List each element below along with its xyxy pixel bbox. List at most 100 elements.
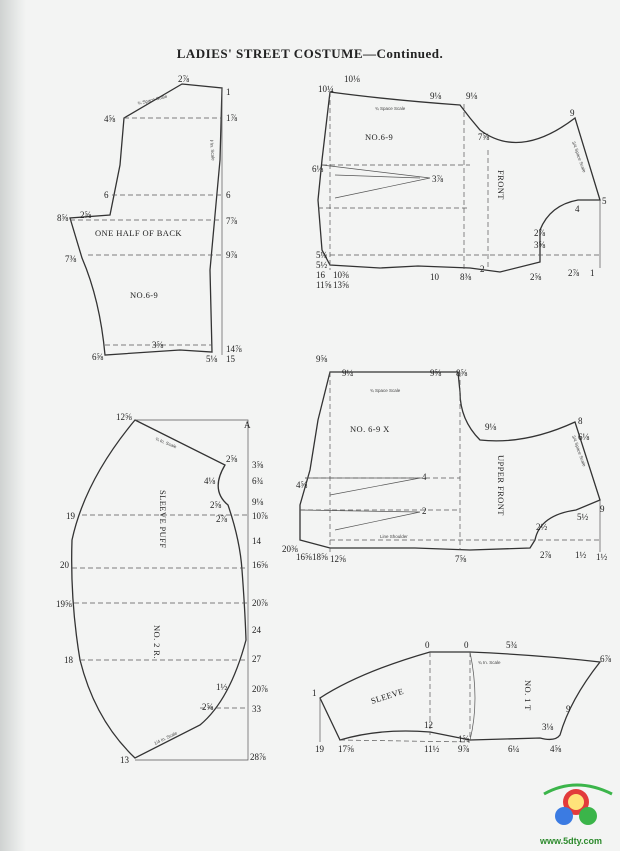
svg-text:0: 0 — [464, 640, 469, 650]
svg-text:3⅝: 3⅝ — [534, 240, 546, 250]
svg-text:Ⅰ⁄ In. Scale: Ⅰ⁄ In. Scale — [209, 140, 216, 162]
svg-text:3⅞: 3⅞ — [432, 174, 444, 184]
svg-text:1⅞: 1⅞ — [226, 113, 238, 123]
svg-text:2⅞: 2⅞ — [178, 74, 190, 84]
svg-text:1½: 1½ — [575, 550, 587, 560]
svg-text:14: 14 — [252, 536, 262, 546]
svg-text:16: 16 — [316, 270, 326, 280]
svg-text:9: 9 — [600, 504, 605, 514]
sleeve-name: SLEEVE — [370, 686, 405, 706]
svg-text:20: 20 — [60, 560, 70, 570]
svg-text:28⅞: 28⅞ — [250, 752, 266, 762]
svg-text:1: 1 — [590, 268, 595, 278]
svg-text:3⅝: 3⅝ — [252, 460, 264, 470]
svg-text:6⅛: 6⅛ — [312, 164, 324, 174]
svg-text:12: 12 — [424, 720, 433, 730]
svg-text:2⅞: 2⅞ — [540, 550, 552, 560]
svg-text:2: 2 — [480, 264, 485, 274]
svg-text:20⅞: 20⅞ — [252, 684, 268, 694]
back-piece-number: NO.6-9 — [130, 290, 158, 300]
svg-text:6⅛: 6⅛ — [578, 432, 590, 442]
svg-text:¾ Space Scale: ¾ Space Scale — [137, 94, 168, 106]
svg-text:3⅝: 3⅝ — [152, 340, 164, 350]
svg-text:1½: 1½ — [216, 682, 228, 692]
svg-text:6⅞: 6⅞ — [600, 654, 612, 664]
svg-text:6¼: 6¼ — [508, 744, 520, 754]
svg-text:9⅛: 9⅛ — [466, 91, 478, 101]
svg-text:12⅝: 12⅝ — [116, 412, 132, 422]
svg-text:5½: 5½ — [316, 260, 328, 270]
svg-text:2⅞: 2⅞ — [568, 268, 580, 278]
svg-text:8: 8 — [578, 416, 583, 426]
svg-text:4⅛: 4⅛ — [204, 476, 216, 486]
svg-text:2½: 2½ — [536, 522, 548, 532]
svg-text:2: 2 — [422, 506, 427, 516]
svg-text:12⅝: 12⅝ — [330, 554, 346, 564]
svg-text:7⅝: 7⅝ — [478, 132, 490, 142]
svg-text:Line Shoulder: Line Shoulder — [380, 534, 408, 539]
upper-front-piece-number: NO. 6-9 X — [350, 424, 390, 434]
svg-text:9⅝: 9⅝ — [430, 368, 442, 378]
svg-text:10⅛: 10⅛ — [344, 74, 360, 84]
svg-text:10¼: 10¼ — [318, 84, 334, 94]
svg-text:0: 0 — [425, 640, 430, 650]
svg-text:7⅜: 7⅜ — [65, 254, 77, 264]
upper-front-pattern-piece: UPPER FRONT NO. 6-9 X ¾ Space Scale Line… — [282, 354, 608, 564]
svg-text:6⅝: 6⅝ — [92, 352, 104, 362]
svg-text:1: 1 — [226, 87, 231, 97]
svg-text:5¾: 5¾ — [506, 640, 518, 650]
svg-text:20⅜: 20⅜ — [282, 544, 298, 554]
svg-text:¾ In. Scale: ¾ In. Scale — [155, 436, 178, 449]
svg-text:4: 4 — [575, 204, 580, 214]
page-title: LADIES' STREET COSTUME—Continued. — [176, 46, 444, 61]
svg-text:4: 4 — [422, 472, 427, 482]
svg-text:1½: 1½ — [596, 552, 608, 562]
svg-text:9: 9 — [570, 108, 575, 118]
sleeve-puff-name: SLEEVE PUFF — [158, 490, 168, 548]
svg-text:10: 10 — [430, 272, 440, 282]
svg-text:14⅞: 14⅞ — [226, 344, 242, 354]
front-piece-number: NO.6-9 — [365, 132, 393, 142]
svg-text:19⅝: 19⅝ — [56, 599, 72, 609]
svg-text:33: 33 — [252, 704, 262, 714]
sleeve-puff-number: NO. 2 R. — [152, 625, 162, 659]
svg-text:17⅝: 17⅝ — [338, 744, 354, 754]
svg-text:2⅝: 2⅝ — [210, 500, 222, 510]
svg-text:9⅞: 9⅞ — [458, 744, 470, 754]
svg-text:6¾: 6¾ — [252, 476, 264, 486]
svg-text:2⅝: 2⅝ — [80, 210, 92, 220]
watermark-url: www.5dty.com — [540, 836, 603, 846]
svg-text:9⅞: 9⅞ — [226, 250, 238, 260]
svg-text:1: 1 — [312, 688, 317, 698]
front-pattern-piece: FRONT NO.6-9 ¾ Space Scale 3/4 Space Sca… — [312, 74, 607, 290]
svg-text:24: 24 — [252, 625, 262, 635]
svg-text:8⅝: 8⅝ — [57, 213, 69, 223]
svg-text:11½: 11½ — [424, 744, 440, 754]
svg-text:10⅜: 10⅜ — [333, 270, 349, 280]
svg-text:27: 27 — [252, 654, 262, 664]
svg-text:19: 19 — [315, 744, 325, 754]
sleeve-pattern-piece: SLEEVE NO. 1 T ¾ In. Scale 0 0 5¾ 6⅞ 1 9… — [312, 640, 612, 754]
svg-text:6: 6 — [104, 190, 109, 200]
svg-text:8⅜: 8⅜ — [460, 272, 472, 282]
svg-text:¾ Space Scale: ¾ Space Scale — [375, 106, 406, 111]
svg-text:9⅝: 9⅝ — [316, 354, 328, 364]
svg-text:5¼: 5¼ — [316, 250, 328, 260]
book-binding-shadow — [0, 0, 26, 851]
svg-text:7⅝: 7⅝ — [455, 554, 467, 564]
svg-text:¾ In. Scale: ¾ In. Scale — [478, 660, 501, 665]
svg-text:5: 5 — [602, 196, 607, 206]
svg-text:2⅝: 2⅝ — [202, 702, 214, 712]
svg-text:10⅞: 10⅞ — [252, 511, 268, 521]
svg-text:1⅝: 1⅝ — [458, 734, 470, 744]
svg-text:4⅝: 4⅝ — [550, 744, 562, 754]
svg-text:2⅞: 2⅞ — [534, 228, 546, 238]
svg-text:6: 6 — [226, 190, 231, 200]
svg-text:4⅝: 4⅝ — [104, 114, 116, 124]
svg-text:20⅞: 20⅞ — [252, 598, 268, 608]
svg-text:11⅝: 11⅝ — [316, 280, 332, 290]
svg-text:18: 18 — [64, 655, 74, 665]
back-pattern-piece: ONE HALF OF BACK NO.6-9 ¾ Space Scale Ⅰ⁄… — [57, 74, 242, 364]
